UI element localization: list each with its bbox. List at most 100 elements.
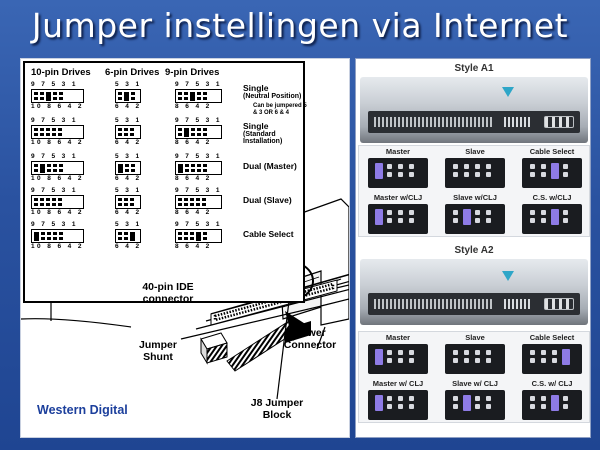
pin xyxy=(197,91,201,95)
pin xyxy=(53,231,57,235)
pin xyxy=(58,202,62,206)
pin-number-row: 5 3 1 xyxy=(115,153,142,160)
power-pins xyxy=(544,298,574,310)
pin xyxy=(41,236,45,240)
jumper-setting-cell: Slave xyxy=(437,147,513,191)
pin-grid xyxy=(115,229,142,243)
pin xyxy=(118,231,122,235)
pin-number-row: 10 8 6 4 2 xyxy=(31,103,84,110)
pin xyxy=(178,231,182,235)
pin xyxy=(118,236,122,240)
pin xyxy=(202,202,206,206)
pin xyxy=(53,236,57,240)
pin xyxy=(53,91,57,95)
jumper-shunt-icon xyxy=(200,332,228,365)
pin xyxy=(47,163,51,167)
pin xyxy=(124,231,128,235)
pin-grid xyxy=(31,125,84,139)
pin xyxy=(40,202,44,206)
pin xyxy=(184,91,188,95)
jumper-photo xyxy=(445,158,505,188)
pin-block: 9 7 5 3 1 10 8 6 4 2 xyxy=(31,117,84,147)
jumper-shunt xyxy=(375,349,383,365)
jumper-shunt xyxy=(178,163,183,173)
cell-label: Slave xyxy=(465,147,485,156)
pin xyxy=(197,168,201,172)
pin-number-row: 8 6 4 2 xyxy=(175,175,212,182)
pin xyxy=(190,236,194,240)
pin-number-row: 10 8 6 4 2 xyxy=(31,175,84,182)
jumper-setting-cell: Master w/ CLJ xyxy=(360,379,436,423)
pin xyxy=(130,132,134,136)
header-9-pin: 9-pin Drives xyxy=(165,67,220,78)
pin-number-row: 9 7 5 3 1 xyxy=(31,117,78,124)
pin-number-row: 9 7 5 3 1 xyxy=(175,117,222,124)
setting-label-single-standard: Single xyxy=(243,121,269,131)
cell-label: Slave w/ CLJ xyxy=(452,379,498,388)
setting-subnote-neutral: Can be jumpered 5 & 3 OR 6 & 4 xyxy=(253,103,307,116)
jumper-photo xyxy=(368,390,428,420)
setting-label-cable-select: Cable Select xyxy=(243,229,294,239)
cell-label: Cable Select xyxy=(529,147,575,156)
pin-grid xyxy=(175,161,222,175)
pin xyxy=(34,96,38,100)
pin xyxy=(34,163,38,167)
jumper-setting-cell: Slave w/ CLJ xyxy=(437,379,513,423)
jumper-settings-table: 10-pin Drives 6-pin Drives 9-pin Drives … xyxy=(23,61,307,303)
jumper-shunt xyxy=(184,127,189,137)
jumper-shunt xyxy=(34,231,39,241)
pin-number-row: 5 3 1 xyxy=(115,117,142,124)
ide-pins xyxy=(374,117,494,127)
pin-number-row: 10 8 6 4 2 xyxy=(31,138,84,146)
pin xyxy=(124,202,128,206)
pin xyxy=(178,202,182,206)
pin-number-row: 9 7 5 3 1 xyxy=(175,221,222,228)
pin xyxy=(178,96,182,100)
pin xyxy=(184,236,188,240)
pin xyxy=(47,168,51,172)
pin xyxy=(196,202,200,206)
pin-number-row: 5 3 1 xyxy=(115,81,142,88)
pin-grid xyxy=(115,195,142,209)
pin xyxy=(34,132,38,136)
pin-number-row: 10 8 6 4 2 xyxy=(31,243,84,250)
pin-grid xyxy=(31,161,84,175)
cell-label: Slave xyxy=(465,333,485,342)
pin xyxy=(59,236,63,240)
cell-label: Master w/ CLJ xyxy=(372,379,424,388)
jumper-shunt xyxy=(375,209,383,225)
jumper-setting-cell: Master xyxy=(360,147,436,191)
pin xyxy=(118,197,122,201)
pin-number-row: 8 6 4 2 xyxy=(175,243,212,250)
pin xyxy=(130,197,134,201)
jumper-shunt xyxy=(551,395,559,411)
pin xyxy=(52,202,56,206)
jumper-shunt xyxy=(551,209,559,225)
jumper-shunt xyxy=(463,395,471,411)
pin xyxy=(184,197,188,201)
pin xyxy=(34,127,38,131)
pin xyxy=(59,168,63,172)
brand-label: Western Digital xyxy=(37,403,128,417)
jumper-shunt xyxy=(118,163,123,173)
pin xyxy=(118,202,122,206)
jumper-photo xyxy=(522,158,582,188)
jumper-shunt xyxy=(551,163,559,179)
drive-connector-strip xyxy=(368,111,580,133)
jumper-shunt xyxy=(463,209,471,225)
pin xyxy=(58,127,62,131)
pin xyxy=(124,197,128,201)
jumper-setting-cell: Master xyxy=(360,333,436,377)
jumper-photo xyxy=(445,344,505,374)
insertion-arrow xyxy=(226,311,307,372)
pin xyxy=(59,163,63,167)
pin xyxy=(203,96,207,100)
pin xyxy=(203,132,207,136)
